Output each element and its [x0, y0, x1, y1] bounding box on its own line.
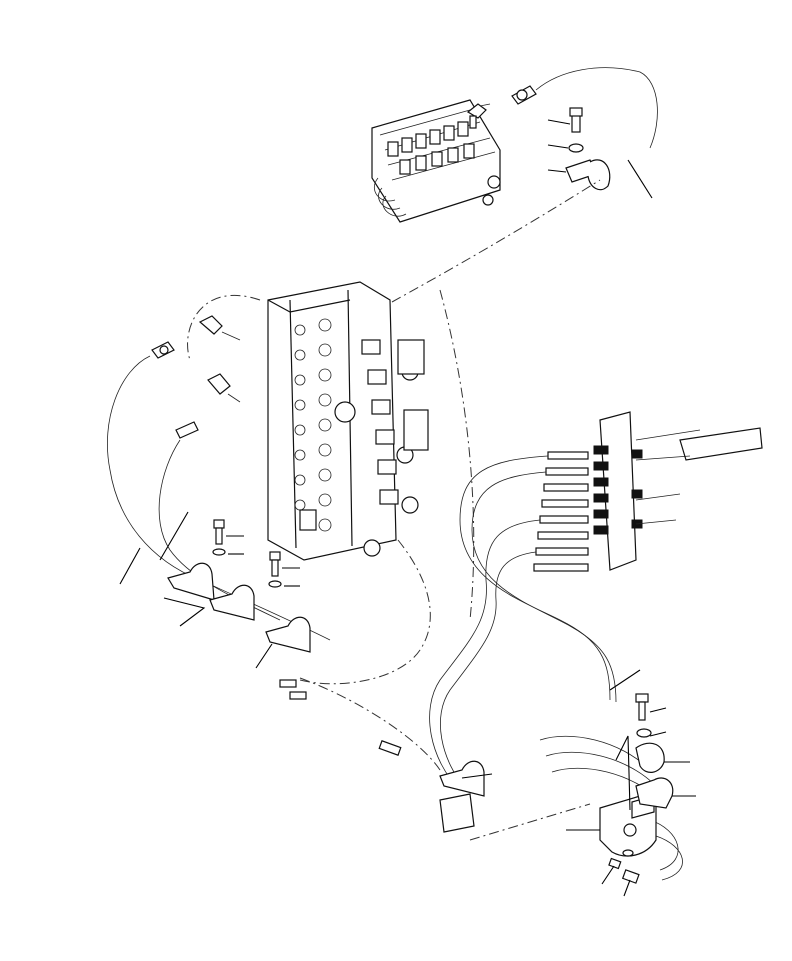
pilot-hose-fittings: [533, 451, 589, 572]
main-control-valve: [267, 281, 429, 561]
hose-left: [107, 294, 331, 641]
pressure-sensor-left: [151, 341, 199, 439]
bolt-left: [212, 519, 282, 588]
hose-clamp-right: [635, 742, 674, 809]
washer-right: [622, 849, 634, 857]
hose-clamp-top: [565, 107, 611, 191]
leader-lines-top: [547, 119, 653, 199]
elbow-fitting-left: [198, 315, 241, 403]
leader-lines-left: [119, 511, 300, 669]
bolt-right: [608, 693, 652, 884]
pilot-valve-block: [593, 411, 763, 571]
hose-clamp-left: [167, 562, 311, 653]
elbow-fitting-bottom: [279, 679, 402, 756]
leader-lines-right: [461, 669, 696, 897]
elbow-fitting: [466, 103, 491, 129]
service-valve: [371, 99, 501, 223]
hose-clamp-bottom: [439, 760, 485, 833]
pressure-sensor: [511, 67, 658, 149]
